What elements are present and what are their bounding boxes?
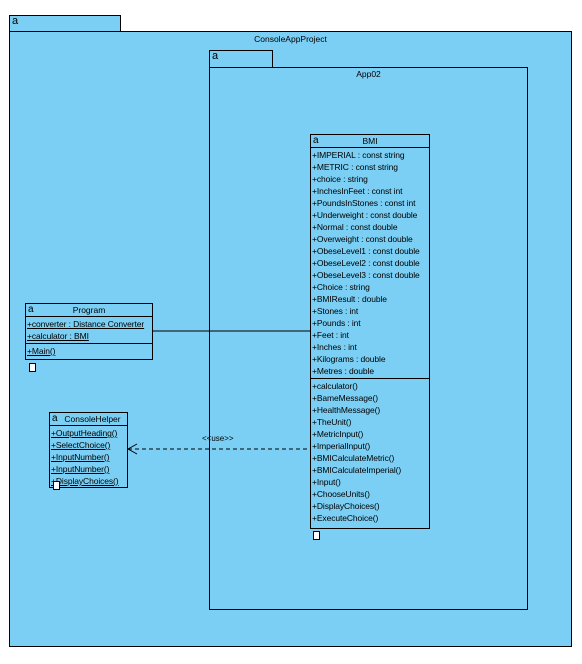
program-operations: +Main() xyxy=(26,344,152,358)
bmi-operation: +BameMessage() xyxy=(312,393,378,403)
program-class-header: a Program xyxy=(26,304,152,317)
bmi-attribute: +BMIResult : double xyxy=(312,294,387,304)
console-helper-operation: +InputNumber() xyxy=(51,464,110,474)
inner-package-tab: a xyxy=(209,50,273,68)
program-attribute: +converter : Distance Converter xyxy=(27,319,145,329)
bmi-attribute: +Stones : int xyxy=(312,306,359,316)
program-attribute: +calculator : BMI xyxy=(27,331,89,341)
bmi-attribute: +ObeseLevel2 : const double xyxy=(312,258,420,268)
bmi-operation: +calculator() xyxy=(312,381,358,391)
program-class[interactable]: a Program +converter : Distance Converte… xyxy=(25,303,153,360)
console-helper-class[interactable]: a ConsoleHelper +OutputHeading() +SelectC… xyxy=(49,412,128,488)
inner-package-title: App02 xyxy=(356,69,381,79)
bmi-operation: +ImperialInput() xyxy=(312,441,371,451)
bmi-note-icon xyxy=(313,531,320,540)
bmi-attribute: +PoundsInStones : const int xyxy=(312,198,416,208)
package-glyph: a xyxy=(212,50,219,62)
bmi-operation: +Input() xyxy=(312,477,341,487)
bmi-attribute: +InchesInFeet : const int xyxy=(312,186,403,196)
bmi-operation: +BMICalculateMetric() xyxy=(312,453,395,463)
outer-package-title: ConsoleAppProject xyxy=(254,34,327,44)
bmi-attribute: +ObeseLevel1 : const double xyxy=(312,246,420,256)
bmi-attribute: +ObeseLevel3 : const double xyxy=(312,270,420,280)
bmi-attribute: +Feet : int xyxy=(312,330,349,340)
bmi-operation: +ExecuteChoice() xyxy=(312,513,379,523)
class-glyph: a xyxy=(313,135,319,146)
bmi-attribute: +choice : string xyxy=(312,174,368,184)
console-helper-operation: +OutputHeading() xyxy=(51,428,118,438)
bmi-attribute: +Kilograms : double xyxy=(312,354,386,364)
bmi-class-header: a BMI xyxy=(311,135,429,148)
bmi-attribute: +Overweight : const double xyxy=(312,234,413,244)
bmi-operation: +TheUnit() xyxy=(312,417,352,427)
bmi-attribute: +Normal : const double xyxy=(312,222,398,232)
program-operation: +Main() xyxy=(27,346,56,356)
program-note-icon xyxy=(29,363,36,372)
bmi-operation: +MetricInput() xyxy=(312,429,364,439)
console-helper-operations: +OutputHeading() +SelectChoice() +InputNum… xyxy=(50,426,127,488)
bmi-attribute: +Choice : string xyxy=(312,282,370,292)
outer-package-tab: a xyxy=(9,15,121,32)
bmi-operation: +ChooseUnits() xyxy=(312,489,370,499)
bmi-class[interactable]: a BMI +IMPERIAL : const string +METRIC : … xyxy=(310,134,430,529)
package-glyph: a xyxy=(12,15,19,27)
console-helper-note-icon xyxy=(53,481,60,490)
class-glyph: a xyxy=(28,304,34,315)
bmi-class-name: BMI xyxy=(362,136,378,146)
console-helper-class-header: a ConsoleHelper xyxy=(50,413,127,426)
use-arrowhead xyxy=(126,443,138,455)
console-helper-operation: +InputNumber() xyxy=(51,452,110,462)
console-helper-class-name: ConsoleHelper xyxy=(64,414,121,424)
program-class-name: Program xyxy=(72,305,106,315)
bmi-attribute: +METRIC : const string xyxy=(312,162,398,172)
bmi-attribute: +Pounds : int xyxy=(312,318,361,328)
bmi-attribute: +Inches : int xyxy=(312,342,357,352)
console-helper-operation: +SelectChoice() xyxy=(51,440,111,450)
program-attributes: +converter : Distance Converter +calculat… xyxy=(26,317,152,344)
bmi-attribute: +Underweight : const double xyxy=(312,210,418,220)
console-helper-operation: +DisplayChoices() xyxy=(51,476,119,486)
bmi-operation: +DisplayChoices() xyxy=(312,501,380,511)
bmi-attribute: +Metres : double xyxy=(312,366,374,376)
bmi-operation: +BMICalculateImperial() xyxy=(312,465,402,475)
use-label: <<use>> xyxy=(202,434,234,443)
bmi-attributes: +IMPERIAL : const string +METRIC : const … xyxy=(311,148,429,379)
bmi-operation: +HealthMessage() xyxy=(312,405,381,415)
bmi-attribute: +IMPERIAL : const string xyxy=(312,150,405,160)
bmi-operations: +calculator() +BameMessage() +HealthMessag… xyxy=(311,379,429,525)
class-glyph: a xyxy=(52,413,58,424)
